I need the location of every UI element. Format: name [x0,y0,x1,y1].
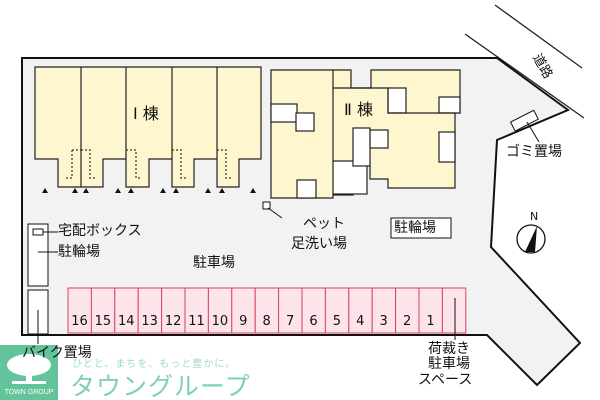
parking-space-number: 3 [379,314,388,329]
parking-space-number: 15 [94,314,112,329]
parking-space-number: 14 [118,314,135,329]
parking-spaces [67,287,467,334]
motorbike-label: バイク置場 [22,345,92,361]
parking-space-number: 4 [356,314,365,329]
pet-wash-area [262,201,271,210]
north-arrow-icon [516,224,546,254]
bicycle-parking-right-label: 駐輪場 [394,220,436,236]
parking-space [441,287,467,334]
brand-name: タウングループ [70,372,251,400]
entrance-markers [42,188,256,193]
parking-space-number: 8 [262,314,271,329]
delivery-box-label: 宅配ボックス [58,223,142,239]
garbage-label: ゴミ置場 [506,144,562,160]
parking-space-number: 7 [285,314,295,329]
building-1-label: Ⅰ 棟 [133,104,159,123]
bicycle-parking-right [390,217,452,239]
north-label: N [530,210,539,223]
loading-label-2: 駐車場 [428,356,470,372]
road-edge [494,4,583,69]
parking-space-number: 13 [141,314,158,329]
parking-space-number: 12 [164,314,182,329]
loading-label-3: スペース [418,372,473,388]
parking-space-number: 5 [332,314,342,329]
tree-icon [7,354,51,384]
building-2-label: Ⅱ 棟 [344,100,373,119]
logo-text: TOWN GROUP [4,389,54,396]
parking-space-number: 16 [71,314,88,329]
bicycle-parking-left-label: 駐輪場 [58,244,100,260]
road-edge [464,33,585,119]
pet-wash-label-1: ペット [303,216,345,232]
parking-space-number: 10 [211,314,229,329]
parking-space-number: 2 [402,314,412,329]
logo: TOWN GROUP [0,345,58,400]
delivery-box [27,223,49,287]
loading-label-1: 荷裁き [428,341,470,357]
garbage-area [509,109,539,132]
pet-wash-label-2: 足洗い場 [291,236,347,252]
parking-space-number: 9 [239,314,248,329]
parking-space-number: 6 [309,314,318,329]
building-1 [34,66,262,188]
parking-space-number: 11 [188,314,205,329]
parking-space-number: 1 [426,314,435,329]
parking-label: 駐車場 [193,255,235,271]
tagline: ひとと、まちを、もっと豊かに。 [72,359,237,370]
building-2 [270,69,461,199]
